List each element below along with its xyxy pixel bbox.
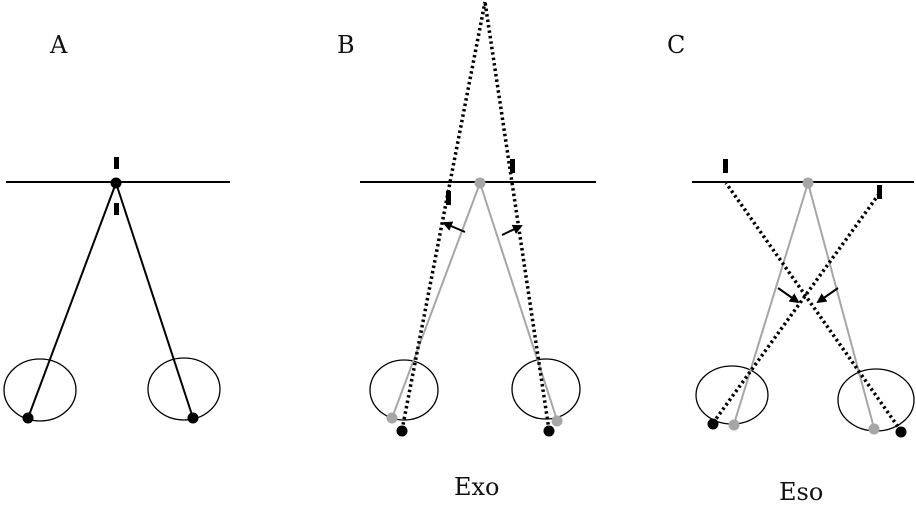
panel-a-left-eye	[3, 358, 77, 422]
panel-c-left-dotted-axis	[711, 192, 881, 425]
panel-c-label: C	[667, 31, 685, 59]
panel-b-left-eye	[369, 359, 439, 421]
panel-c-left-fovea-expected	[728, 419, 740, 431]
panel-c-right-fovea	[895, 426, 907, 438]
panel-a-right-visual-axis	[115, 182, 194, 419]
panel-b-left-fovea	[396, 425, 408, 437]
panel-b-right-arrow	[501, 224, 523, 236]
panel-b-right-fovea	[543, 425, 555, 437]
panel-a-fixation-target	[110, 177, 122, 189]
panel-b-left-marker	[446, 191, 451, 205]
panel-b-left-gray-axis	[391, 182, 481, 419]
panel-c: C Eso	[667, 31, 915, 506]
panel-a-left-visual-axis	[27, 182, 117, 419]
panel-a: A	[3, 31, 230, 424]
panel-b-left-dotted-axis	[400, 1, 487, 431]
panel-c-right-fovea-expected	[868, 423, 880, 435]
panel-c-right-arrow	[816, 287, 839, 304]
panel-b-fixation-target	[474, 177, 486, 189]
panel-b-left-fovea-expected	[386, 412, 398, 424]
panel-b-caption: Exo	[454, 473, 500, 501]
panel-a-right-eye	[147, 357, 221, 421]
panel-c-left-fovea	[707, 418, 719, 430]
panel-b-right-fovea-expected	[551, 415, 563, 427]
panel-b-right-gray-axis	[479, 182, 558, 421]
panel-b-right-marker	[510, 159, 515, 173]
panel-b-right-dotted-axis	[483, 1, 551, 431]
panel-c-right-dotted-axis	[724, 181, 903, 433]
panel-c-left-gray-axis	[733, 182, 809, 425]
panel-c-right-marker	[877, 185, 882, 199]
panel-a-label: A	[49, 31, 68, 59]
panel-b-left-arrow	[442, 221, 466, 233]
panel-c-fixation-target	[802, 177, 814, 189]
panel-a-lower-marker	[114, 203, 119, 215]
panel-c-left-marker	[723, 159, 728, 173]
panel-a-upper-marker	[114, 157, 119, 169]
panel-a-left-fovea	[22, 412, 34, 424]
panel-b: B Exo	[337, 1, 596, 501]
panel-b-label: B	[337, 31, 355, 59]
panel-c-right-eye	[837, 368, 915, 432]
panel-a-right-fovea	[187, 412, 199, 424]
panel-c-left-arrow	[777, 287, 800, 304]
panel-c-right-gray-axis	[807, 182, 875, 429]
panel-c-caption: Eso	[779, 478, 823, 506]
